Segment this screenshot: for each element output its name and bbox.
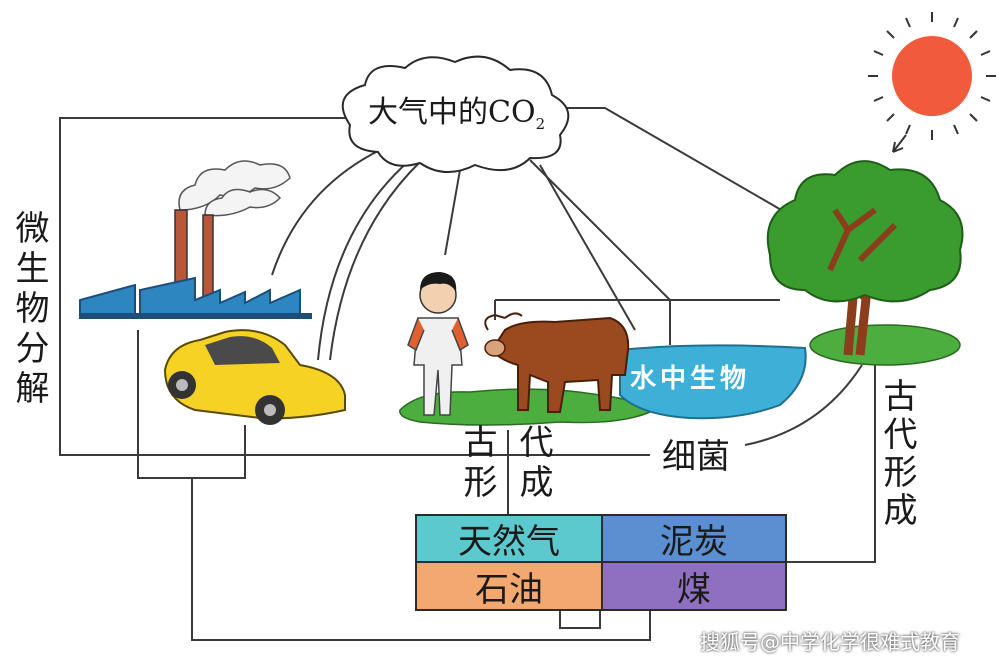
cycle-lines [59,107,876,641]
micro-decompose-label: 微生物分解 [9,210,49,410]
cloud-water-line [529,159,671,345]
fossil-fuel-table [415,514,787,611]
bacteria-label: 细菌 [662,437,730,477]
person-icon [407,272,469,416]
water-life-label: 水中生物 [630,364,751,394]
cow-icon [484,312,630,413]
water-icon [619,344,807,420]
sun-icon [868,12,996,153]
ancient-right-line [786,365,876,563]
co2-cloud-icon [341,55,570,173]
petroleum-cell: 石油 [475,569,543,610]
cloud-car-line-2 [329,161,421,361]
co2-cloud-text: 大气中的CO [368,95,536,130]
cloud-water-line-2 [539,164,636,331]
decomposition-line [59,117,650,456]
fossil-return-line [191,478,651,641]
cloud-person-line [444,169,461,256]
coal-cell: 煤 [677,569,711,610]
car-icon [163,329,346,425]
tree-icon [766,160,964,366]
ancient-formed-left-label: 古形 [457,424,497,504]
co2-cloud-label: 大气中的CO2 [368,98,545,132]
peat-cell: 泥炭 [660,522,728,562]
factory-icon [79,160,312,319]
natural-gas-cell: 天然气 [458,522,560,562]
co2-subscript: 2 [535,115,546,133]
cloud-factory-line [271,149,381,276]
ancient-formed-right-label: 代成 [513,424,553,504]
cloud-car-line-1 [317,159,411,361]
watermark-text: 搜狐号@中学化学很难式教育 [700,630,960,654]
cloud-tree-line [560,107,791,216]
bacteria-line [744,364,863,446]
ancient-formed-side-label: 古代形成 [877,378,917,530]
